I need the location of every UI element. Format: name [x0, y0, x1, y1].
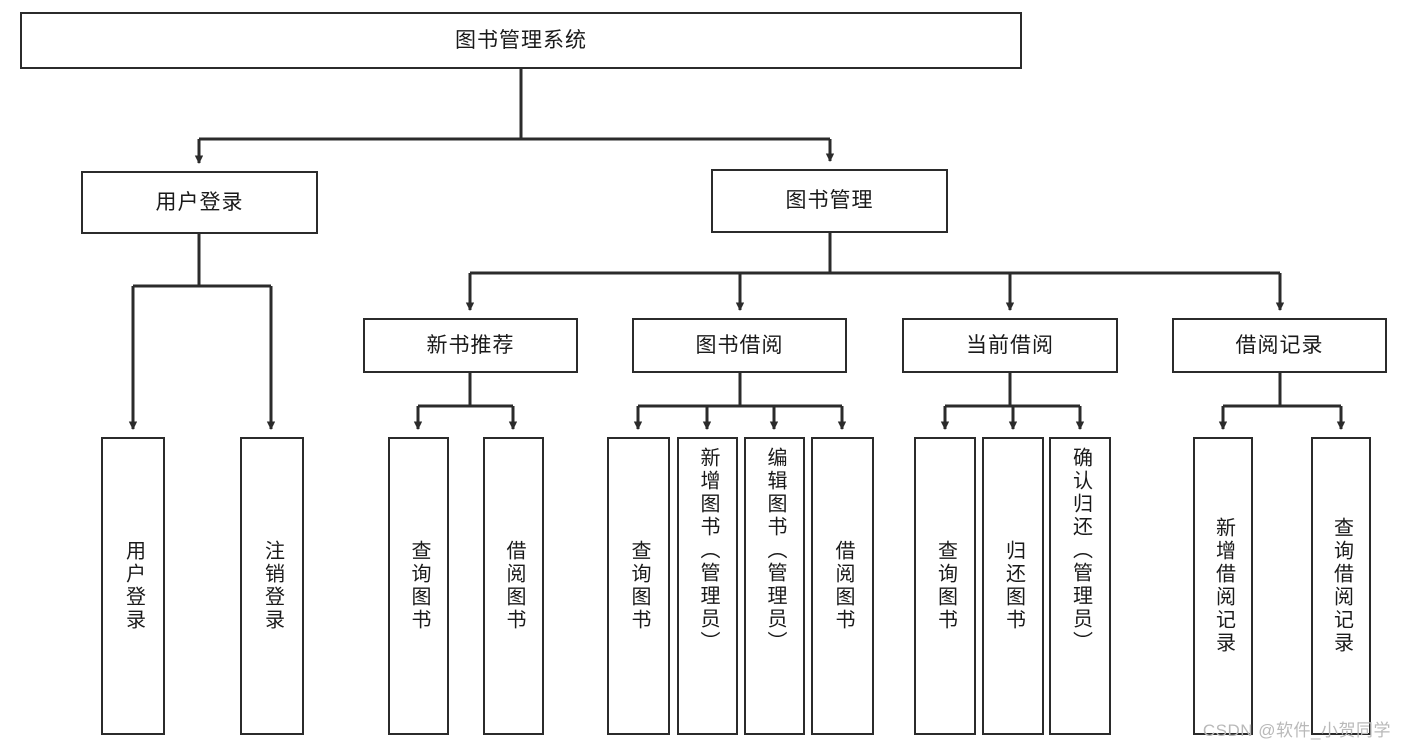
leaf-new-book-query-book[interactable]: 查询图书	[388, 437, 449, 735]
leaf-book-borrow-edit-book-admin[interactable]: 编辑图书（管理员）	[744, 437, 805, 735]
leaf-book-borrow-borrow-book[interactable]: 借阅图书	[811, 437, 874, 735]
node-borrow-record[interactable]: 借阅记录	[1172, 318, 1387, 373]
leaf-user-login-login[interactable]: 用户登录	[101, 437, 165, 735]
leaf-borrow-record-add-record[interactable]: 新增借阅记录	[1193, 437, 1253, 735]
leaf-book-borrow-query-book[interactable]: 查询图书	[607, 437, 670, 735]
leaf-current-borrow-query-book[interactable]: 查询图书	[914, 437, 976, 735]
node-root-book-management-system[interactable]: 图书管理系统	[20, 12, 1022, 69]
leaf-new-book-borrow-book[interactable]: 借阅图书	[483, 437, 544, 735]
node-book-management[interactable]: 图书管理	[711, 169, 948, 233]
watermark-csdn: CSDN @软件_小贺同学	[1202, 721, 1391, 740]
leaf-book-borrow-add-book-admin[interactable]: 新增图书（管理员）	[677, 437, 738, 735]
leaf-current-borrow-return-book[interactable]: 归还图书	[982, 437, 1044, 735]
node-user-login[interactable]: 用户登录	[81, 171, 318, 234]
leaf-borrow-record-query-record[interactable]: 查询借阅记录	[1311, 437, 1371, 735]
node-book-borrow[interactable]: 图书借阅	[632, 318, 847, 373]
node-new-book-recommend[interactable]: 新书推荐	[363, 318, 578, 373]
leaf-user-login-logout[interactable]: 注销登录	[240, 437, 304, 735]
leaf-current-borrow-confirm-return-admin[interactable]: 确认归还（管理员）	[1049, 437, 1111, 735]
node-current-borrow[interactable]: 当前借阅	[902, 318, 1118, 373]
